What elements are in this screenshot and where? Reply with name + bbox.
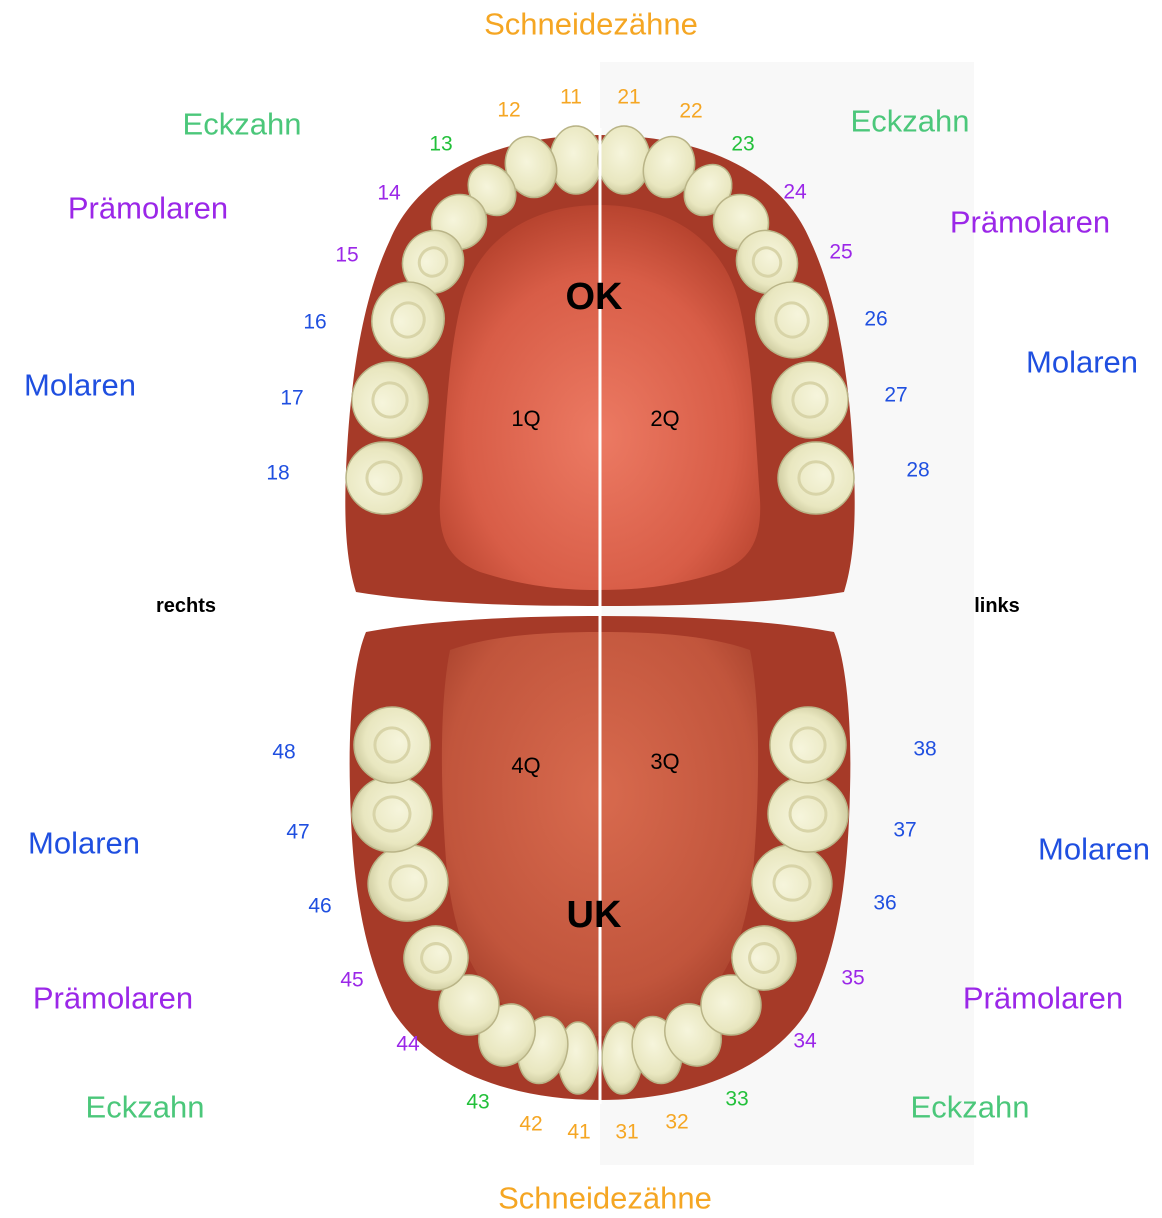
upper-molars-right-label: Molaren (24, 370, 136, 401)
tooth-number: 15 (335, 245, 358, 266)
tooth-number: 13 (429, 134, 452, 155)
tooth-number: 27 (884, 385, 907, 406)
tooth-number: 42 (519, 1114, 542, 1135)
lower-canine-left-label: Eckzahn (911, 1092, 1030, 1123)
quadrant-2-label: 2Q (650, 408, 679, 430)
quadrant-1-label: 1Q (511, 408, 540, 430)
tooth-number: 32 (665, 1112, 688, 1133)
upper-canine-left-label: Eckzahn (851, 106, 970, 137)
tooth-number: 46 (308, 896, 331, 917)
tooth-number: 24 (783, 182, 806, 203)
tooth-number: 28 (906, 460, 929, 481)
tooth-number: 36 (873, 893, 896, 914)
lower-premolars-right-label: Prämolaren (33, 983, 193, 1014)
tooth-number: 38 (913, 739, 936, 760)
tooth-number: 37 (893, 820, 916, 841)
tooth-number: 21 (617, 87, 640, 108)
tooth-number: 45 (340, 970, 363, 991)
tooth-number: 43 (466, 1092, 489, 1113)
lower-molars-right-label: Molaren (28, 828, 140, 859)
tooth-number: 44 (396, 1034, 419, 1055)
quadrant-3-label: 3Q (650, 751, 679, 773)
side-right-label: rechts (156, 596, 216, 616)
tooth-number: 25 (829, 242, 852, 263)
lower-premolars-left-label: Prämolaren (963, 983, 1123, 1014)
tooth-number: 48 (272, 742, 295, 763)
quadrant-4-label: 4Q (511, 755, 540, 777)
tooth-number: 34 (793, 1031, 816, 1052)
upper-incisors-label: Schneidezähne (484, 9, 698, 40)
tooth-number: 18 (266, 463, 289, 484)
upper-molars-left-label: Molaren (1026, 347, 1138, 378)
tooth-number: 14 (377, 183, 400, 204)
lower-molars-left-label: Molaren (1038, 834, 1150, 865)
tooth-number: 41 (567, 1122, 590, 1143)
lower-incisors-label: Schneidezähne (498, 1183, 712, 1214)
side-left-label: links (974, 596, 1020, 616)
tooth-number: 47 (286, 822, 309, 843)
tooth-number: 31 (615, 1122, 638, 1143)
upper-canine-right-label: Eckzahn (183, 109, 302, 140)
tooth-number: 12 (497, 100, 520, 121)
tooth-number: 22 (679, 101, 702, 122)
lower-canine-right-label: Eckzahn (86, 1092, 205, 1123)
tooth-number: 35 (841, 968, 864, 989)
upper-premolars-right-label: Prämolaren (68, 193, 228, 224)
lower-jaw-label: UK (567, 896, 622, 934)
upper-premolars-left-label: Prämolaren (950, 207, 1110, 238)
tooth-number: 23 (731, 134, 754, 155)
upper-jaw-label: OK (566, 278, 623, 316)
tooth-number: 33 (725, 1089, 748, 1110)
tooth-number: 26 (864, 309, 887, 330)
tooth-number: 11 (560, 87, 582, 108)
tooth-number: 16 (303, 312, 326, 333)
tooth-number: 17 (280, 388, 303, 409)
